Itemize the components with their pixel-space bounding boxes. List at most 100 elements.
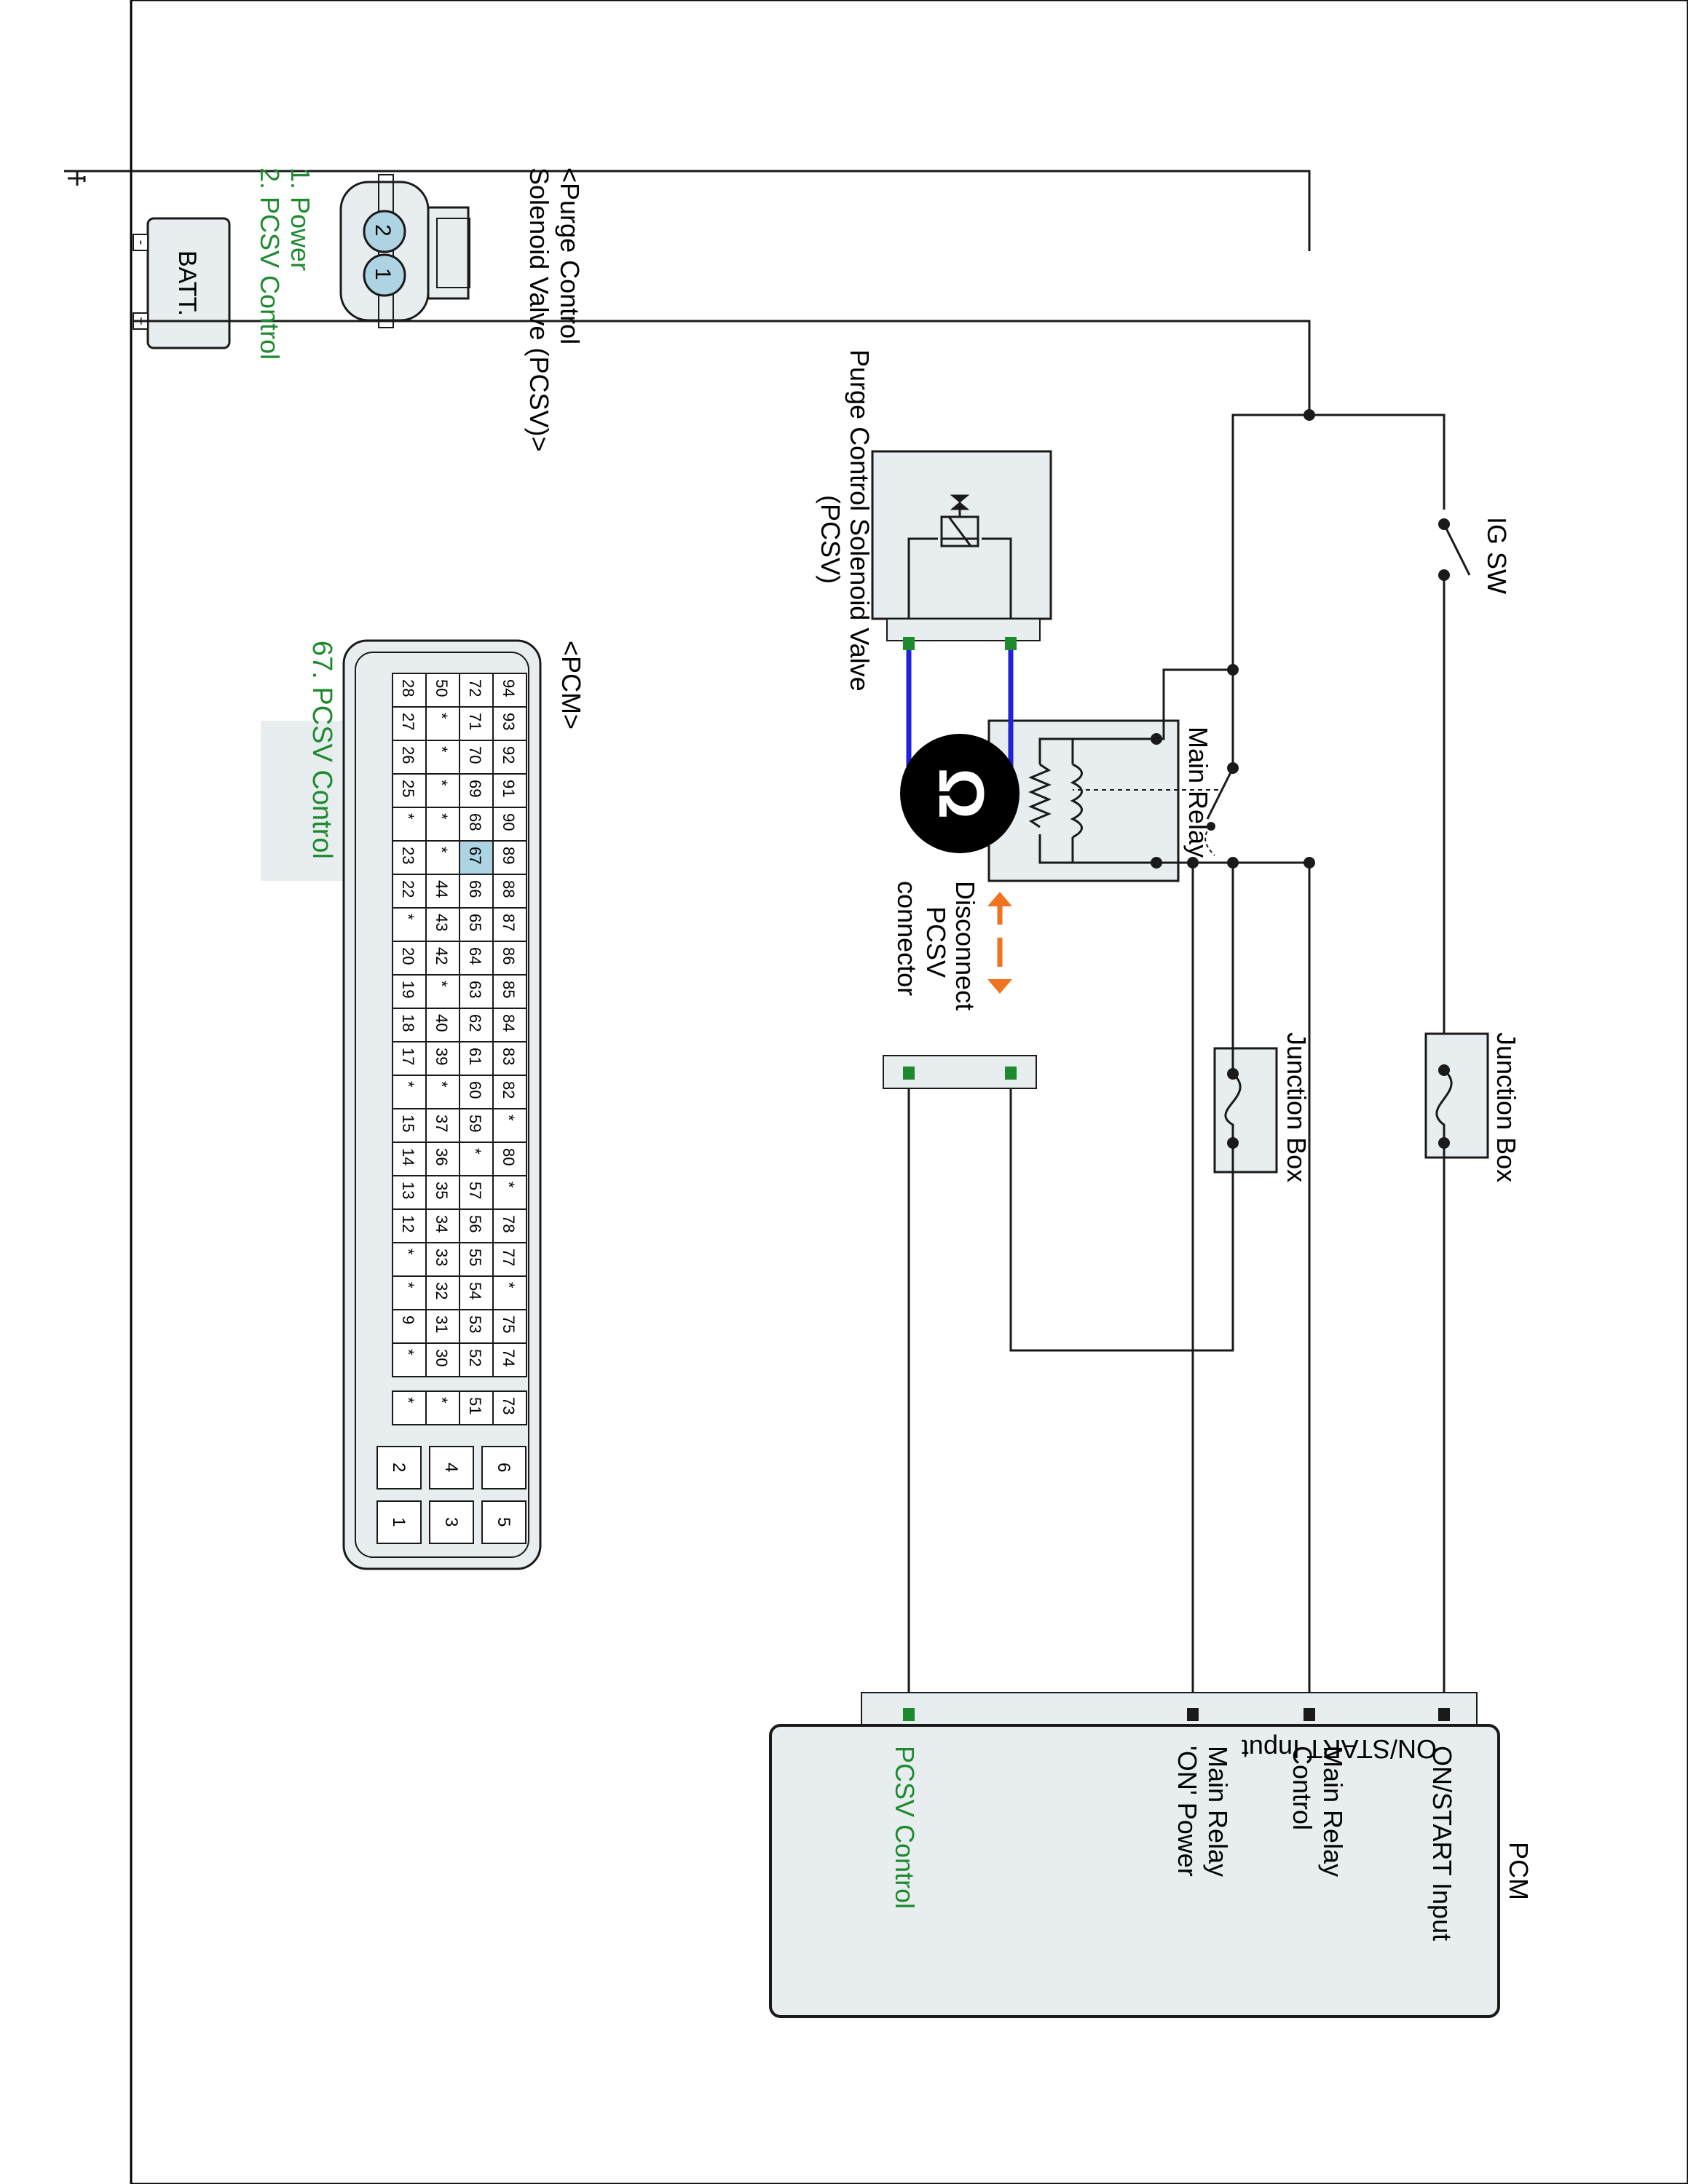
relay-wiring [1156,664,1239,768]
pcsv-pin-power [1005,637,1017,650]
pcm-pin-label: * [433,746,451,753]
pcm-pin-label: 27 [399,713,417,730]
pcm-pin-label: 13 [399,1182,417,1199]
ig-switch[interactable]: IG SW [1438,517,1512,1070]
battery-positive-wire [133,320,1311,415]
pcm-pin-label: 40 [433,1014,451,1032]
pcm-pin-label-relay-on-2: 'ON' Power [1172,1746,1202,1877]
ig-switch-label: IG SW [1482,517,1512,594]
pcm-pin-cell [425,1075,460,1109]
pcm-pin-label: * [433,813,451,820]
pcsv-harness-connector[interactable] [883,1055,1037,1350]
pcm-pin-label: * [399,1249,417,1255]
pcm-pin-label-relay-control-1: Main Relay [1318,1746,1348,1877]
pcm-pin-cell [425,1108,460,1143]
pcm-power-pin-label: 1 [389,1517,409,1527]
pcm-pin-cell [425,773,460,808]
pcm-pin-label: * [399,813,417,820]
pcm-pin-cell [459,706,494,741]
pcm-pin-label: 61 [466,1048,484,1065]
pcm-pin-label: 9 [399,1315,417,1324]
pcm-pin-label: * [399,1081,417,1088]
pcm-small-pin-cell [459,1390,494,1425]
pcm-pin-label: * [433,1081,451,1088]
pcm-pin-label: 94 [500,679,518,697]
pcm-pin-label: 56 [466,1215,484,1233]
pcm-pin-label-relay-on-1: Main Relay [1203,1746,1233,1877]
pcm-pin-label: 28 [399,679,417,697]
pcm-pin-cell [392,1242,427,1277]
pcm-pin-label: 84 [500,1014,518,1032]
pcm-pin-label: 60 [466,1081,484,1099]
junction-box-relay-frame [1213,1047,1278,1174]
ground-icon [68,172,86,186]
pcm-power-pin-cell [481,1446,526,1489]
pcm-pin-cell [459,1275,494,1310]
pcsv-pin-2-icon [363,210,406,253]
pcm-pin-label: 88 [500,880,518,898]
pcsv-pin-2-label: 2 [371,224,395,237]
pcm-pin-label: 20 [399,947,417,965]
pcm-pin-cell [425,1175,460,1210]
pcsv-power-wire [1009,1077,1234,1352]
pcm-pin-cell [459,1309,494,1344]
pcm-pin-cell [459,1208,494,1243]
pcm-small-pin-label: * [399,1397,417,1404]
pcm-view-title: <PCM> [556,641,586,729]
pcm-pin-label: * [466,1148,484,1155]
pcm-pin-label: 19 [399,981,417,998]
pcm-pin-label: 75 [500,1315,518,1333]
pcm-pin-label: 50 [433,679,451,697]
pcm-power-pin-label: 2 [389,1463,409,1472]
pcm-power-pin-label: 5 [494,1517,513,1527]
pcm-pin-label: 63 [466,981,484,998]
pcm-pin-label: 83 [500,1048,518,1065]
pcm-pin-cell [392,1175,427,1210]
pcm-module: PCM ON/START Input [769,1692,1534,2018]
pcm-pin-label: * [399,1349,417,1356]
pcm-pin-label: 72 [466,679,484,697]
pcm-pin-cell [392,974,427,1009]
pcm-pin-cell [392,1108,427,1143]
relay-feed-wire [1231,414,1309,677]
pcm-pin-label: 43 [433,914,451,931]
pcm-pin-cell [392,907,427,942]
harness-connector-body[interactable] [883,1055,1037,1089]
relay-contact-arm [1206,767,1234,820]
pcm-pin-label-on-start: ON/START Input [1427,1746,1457,1941]
pcm-connector-strip [861,1692,1478,1726]
pcm-pin-label: 25 [399,780,417,797]
pcm-pin-cell [392,1309,427,1344]
main-relay-label: Main Relay [1183,727,1213,858]
pcm-pin-label: 32 [433,1282,451,1299]
pcm-pin-label: 26 [399,746,417,764]
pcm-pin-label: * [433,780,451,786]
pcm-pin-cell [425,807,460,842]
pcm-pin-cell [425,1342,460,1377]
pcm-pin-label: 68 [466,813,484,831]
pcm-pin-label: 22 [399,880,417,898]
pcm-small-pin-cell [492,1390,527,1425]
pcm-pin-cell [459,1108,494,1143]
pcm-pin-label: 89 [500,847,518,864]
pcm-pin-cell [392,1342,427,1377]
pcm-pin-label: * [500,1282,518,1289]
pcm-highlight-label: 67. PCSV Control [307,641,337,859]
disconnect-line3: connector [892,881,922,996]
battery-bus [1231,321,1446,677]
pcm-pin-label: 67 [466,847,484,864]
pcm-pin-1 [1438,1708,1450,1721]
pcsv-pin-list-2: 2. PCSV Control [255,167,285,360]
pcm-pin-label: 14 [399,1148,417,1166]
pcm-pin-label: 77 [500,1249,518,1266]
pcm-pin-cell [392,807,427,842]
pcm-pin-label: * [399,1282,417,1289]
pcm-pin-label: 35 [433,1182,451,1199]
disconnect-line1: Disconnect [950,881,980,1010]
pcm-pin-4 [903,1708,915,1721]
pcm-pin-cell [425,740,460,775]
pcm-pin-label-relay-control-2: Control [1287,1746,1317,1830]
pcm-pin-label: 12 [399,1215,417,1233]
pcsv-view-title-2: Solenoid Valve (PCSV)> [524,167,554,452]
